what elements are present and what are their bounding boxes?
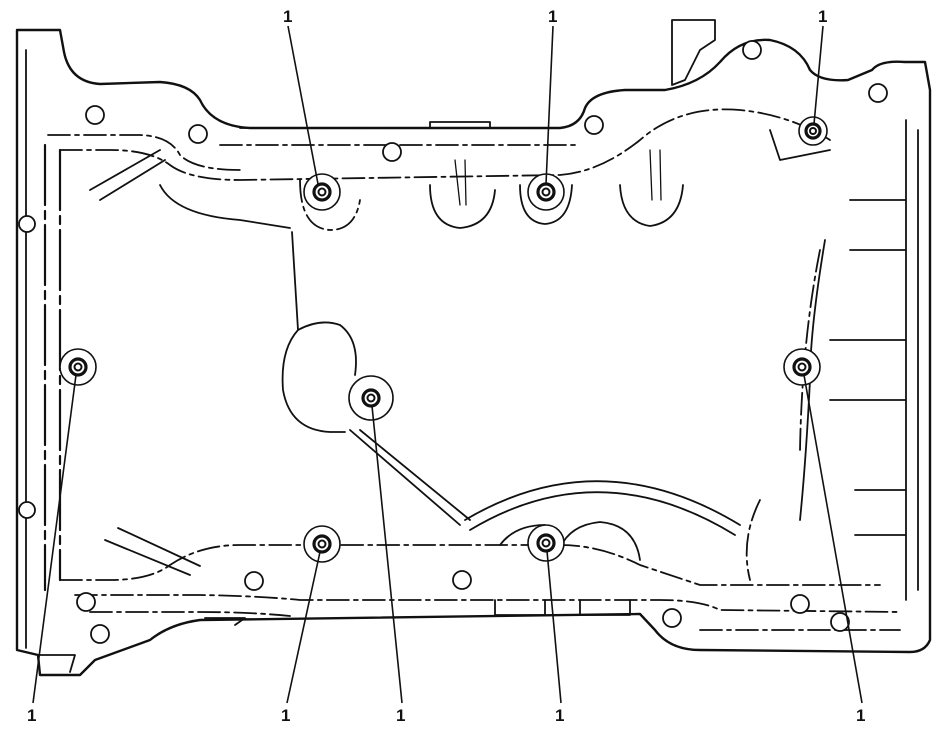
- callout-top-1: 1: [283, 7, 292, 26]
- callout-bottom-1: 1: [27, 706, 36, 725]
- bolt-3: [804, 122, 822, 140]
- leader-bottom-2: [286, 551, 321, 704]
- bolt-5: [361, 388, 381, 408]
- callout-bottom-4: 1: [555, 706, 564, 725]
- callout-labels: 1 1 1 1 1 1 1 1: [27, 7, 865, 725]
- bolt-7: [312, 534, 332, 554]
- oil-pan-body: [15, 28, 932, 677]
- upper-rib-pockets: [89, 149, 684, 231]
- leader-bottom-5: [803, 374, 863, 704]
- bolt-2: [536, 182, 556, 202]
- leader-lines: [32, 25, 863, 704]
- bolt-4: [68, 357, 88, 377]
- mounting-holes: [18, 40, 888, 644]
- leader-bottom-3: [371, 405, 403, 704]
- bolt-6: [792, 357, 812, 377]
- callout-bottom-5: 1: [856, 706, 865, 725]
- callout-bottom-2: 1: [281, 706, 290, 725]
- top-bracket: [429, 19, 716, 129]
- leader-top-2: [545, 25, 554, 185]
- bolt-markers: [68, 122, 822, 554]
- leader-bottom-1: [32, 374, 77, 704]
- bolt-1: [312, 182, 332, 202]
- leader-bottom-4: [546, 550, 562, 704]
- bottom-tabs: [39, 599, 631, 673]
- callout-top-3: 1: [818, 7, 827, 26]
- callout-top-2: 1: [548, 7, 557, 26]
- sump-inner-outline: [43, 108, 901, 631]
- center-baffle: [281, 231, 741, 536]
- leader-top-3: [813, 25, 824, 125]
- leader-top-1: [287, 25, 319, 185]
- bolt-8: [536, 533, 556, 553]
- callout-bottom-3: 1: [396, 706, 405, 725]
